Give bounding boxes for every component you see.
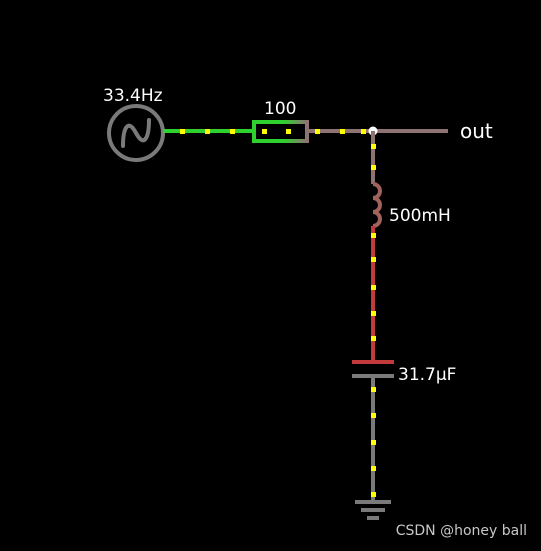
current-dots-middle-vertical (371, 233, 376, 341)
current-dots-resistor (262, 129, 291, 134)
current-dots-node-wire (315, 129, 366, 134)
inductor-value-label: 500mH (389, 206, 451, 226)
current-dots-upper-vertical (371, 144, 376, 170)
ac-source[interactable] (107, 104, 165, 162)
output-label: out (460, 119, 493, 143)
inductor[interactable] (372, 182, 382, 228)
current-dots-source-wire (180, 129, 235, 134)
ac-sine-source-icon (121, 118, 151, 148)
source-frequency-label: 33.4Hz (103, 86, 163, 106)
capacitor-value-label: 31.7µF (398, 365, 456, 385)
watermark: CSDN @honey ball (395, 523, 527, 539)
ground-icon (355, 500, 391, 520)
current-dots-lower-vertical (371, 387, 376, 497)
resistor-value-label: 100 (264, 99, 296, 119)
capacitor[interactable] (352, 360, 394, 378)
resistor[interactable] (252, 120, 309, 143)
